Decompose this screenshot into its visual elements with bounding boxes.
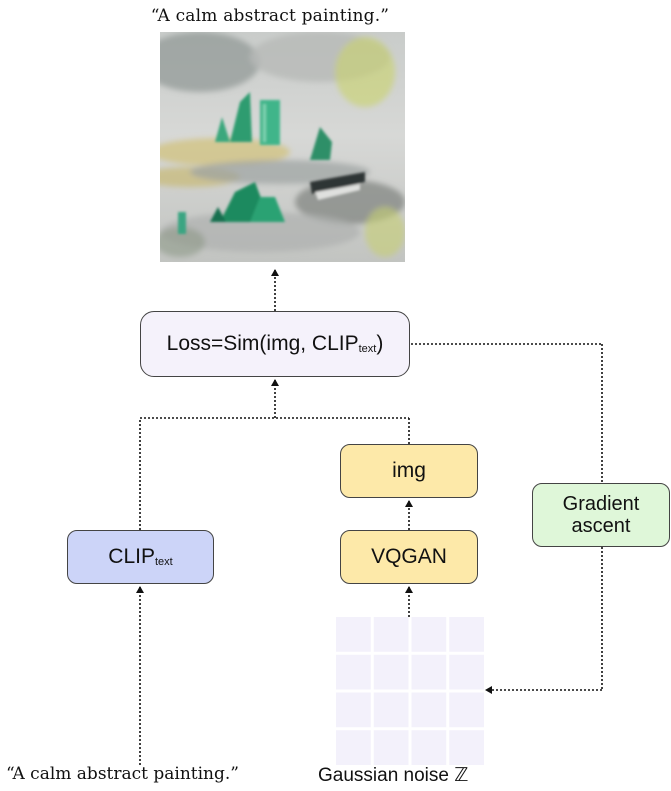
noise-cell — [449, 692, 484, 728]
gaussian-noise-grid — [336, 617, 484, 765]
noise-cell — [411, 654, 447, 690]
noise-cell — [449, 617, 484, 652]
noise-cell — [411, 692, 447, 728]
img-box: img — [340, 444, 478, 498]
noise-cell — [336, 692, 371, 728]
generated-painting-image — [160, 32, 405, 262]
loss-suffix: ) — [376, 332, 384, 355]
noise-cell — [449, 730, 484, 765]
vqgan-label: VQGAN — [371, 545, 447, 568]
noise-cell — [373, 692, 409, 728]
loss-subscript: text — [358, 343, 377, 355]
gaussian-noise-label: Gaussian noise ℤ — [318, 765, 469, 786]
vqgan-box: VQGAN — [340, 530, 478, 584]
noise-cell — [336, 730, 371, 765]
clip-label: CLIP — [108, 545, 155, 568]
gradient-line2: ascent — [571, 515, 631, 537]
noise-cell — [411, 617, 447, 652]
input-caption: “A calm abstract painting.” — [6, 764, 239, 784]
img-label: img — [392, 459, 426, 482]
noise-cell — [336, 617, 371, 652]
loss-prefix: Loss=Sim(img, CLIP — [166, 332, 359, 355]
noise-cell — [411, 730, 447, 765]
noise-cell — [373, 730, 409, 765]
noise-cell — [373, 617, 409, 652]
noise-cell — [336, 654, 371, 690]
noise-cell — [373, 654, 409, 690]
gradient-line1: Gradient — [562, 493, 640, 515]
output-caption: “A calm abstract painting.” — [150, 6, 390, 26]
gradient-ascent-box: Gradient ascent — [532, 483, 670, 547]
clip-subscript: text — [154, 556, 173, 568]
noise-cell — [449, 654, 484, 690]
